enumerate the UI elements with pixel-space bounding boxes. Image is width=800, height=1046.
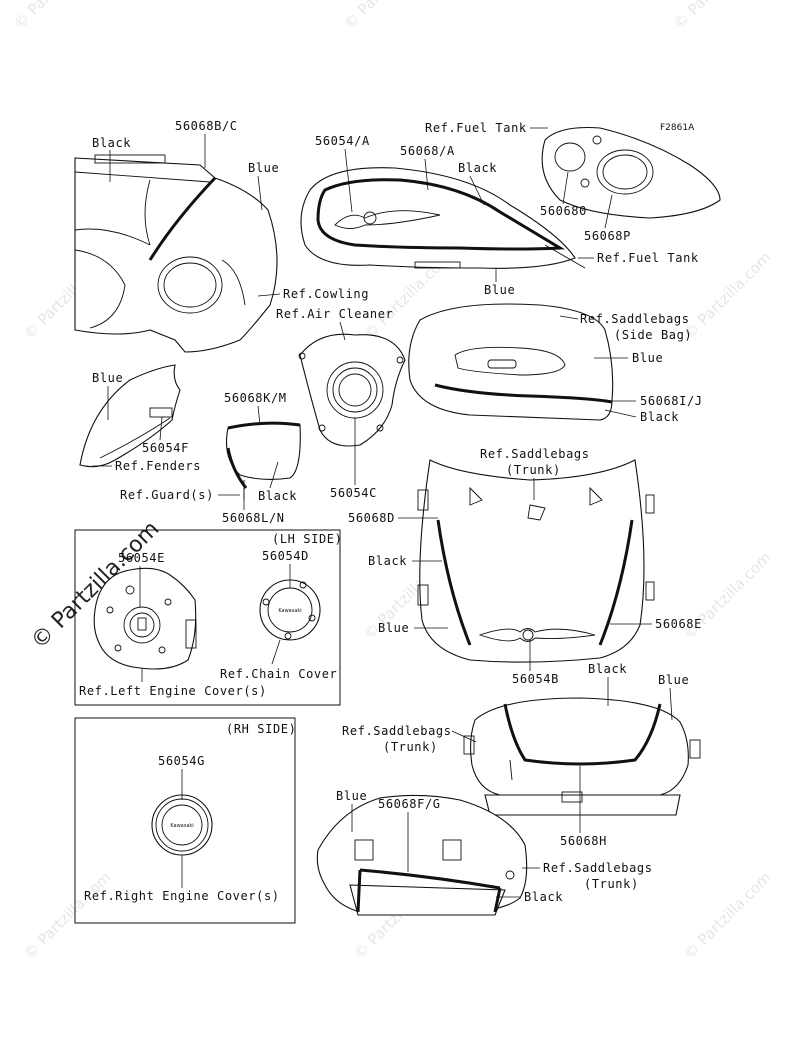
label-black-guard: Black [258, 489, 297, 503]
watermark: © Partzilla.com [680, 868, 775, 963]
label-black-trunk: Black [368, 554, 407, 568]
winged-emblem [478, 628, 596, 642]
label-black-cowling: Black [92, 136, 131, 150]
side-bag-decal-stripe [434, 383, 613, 404]
lh-side-box [74, 529, 341, 706]
fuel-tank-part [300, 167, 586, 269]
trunk-decal-left [436, 519, 472, 646]
label-black-trunk-side: Black [524, 890, 563, 904]
label-ref-saddlebags-trunk-mid-2: (Trunk) [383, 740, 438, 754]
part-number-56068p: 56068P [584, 229, 631, 243]
label-blue-tank: Blue [484, 283, 515, 297]
label-blue-trunk-rear: Blue [658, 673, 689, 687]
part-number-56068ij: 56068I/J [640, 394, 703, 408]
part-number-56068km: 56068K/M [224, 391, 287, 405]
label-ref-saddlebags-trunk-top-2: (Trunk) [506, 463, 561, 477]
side-bag-part [408, 303, 614, 421]
part-number-56054d: 56054D [262, 549, 309, 563]
label-ref-saddlebags-side-1: Ref.Saddlebags [580, 312, 690, 326]
label-blue-cowling: Blue [248, 161, 279, 175]
watermark: © Partzilla.com [340, 0, 435, 33]
part-number-56054a: 56054/A [315, 134, 370, 148]
label-blue-trunk: Blue [378, 621, 409, 635]
part-number-56068fg: 56068F/G [378, 797, 441, 811]
trunk-side-part [316, 794, 528, 916]
label-ref-air-cleaner: Ref.Air Cleaner [276, 307, 393, 321]
lh-side-caption: (LH SIDE) [272, 532, 342, 546]
fender-part [79, 364, 181, 468]
label-ref-saddlebags-trunk-low-1: Ref.Saddlebags [543, 861, 653, 875]
guard-part [225, 421, 301, 500]
part-number-560680: 560680 [540, 204, 587, 218]
cowling-decal-stripe [148, 176, 217, 261]
label-ref-chain-cover: Ref.Chain Cover [220, 667, 337, 681]
trunk-side-decal-sides [356, 869, 502, 913]
part-number-56068bc: 56068B/C [175, 119, 238, 133]
guard-decal-top [227, 421, 301, 430]
right-engine-cover-part: Kawasaki [151, 794, 213, 856]
chain-cover-part: Kawasaki [259, 579, 321, 641]
watermark: © Partzilla.com [10, 0, 105, 33]
part-number-56054c: 56054C [330, 486, 377, 500]
label-black-sidebag: Black [640, 410, 679, 424]
label-ref-saddlebags-trunk-top-1: Ref.Saddlebags [480, 447, 590, 461]
label-blue-sidebag: Blue [632, 351, 663, 365]
watermark: © Partzilla.com [20, 868, 115, 963]
label-ref-fuel-tank-right: Ref.Fuel Tank [597, 251, 699, 265]
trunk-decal-right [598, 519, 634, 646]
part-number-56068e: 56068E [655, 617, 702, 631]
part-number-56054g: 56054G [158, 754, 205, 768]
label-blue-trunk-side: Blue [336, 789, 367, 803]
part-number-56054b: 56054B [512, 672, 559, 686]
label-ref-saddlebags-side-2: (Side Bag) [614, 328, 692, 342]
kawasaki-logo-mark: Kawasaki [278, 608, 301, 614]
label-black-tank: Black [458, 161, 497, 175]
part-number-56054f: 56054F [142, 441, 189, 455]
trunk-front-part [417, 459, 655, 663]
trunk-rear-decal [503, 703, 662, 766]
rh-side-caption: (RH SIDE) [226, 722, 296, 736]
trunk-side-decal-top [359, 868, 501, 890]
part-number-56068ln: 56068L/N [222, 511, 285, 525]
fuel-tank-decal-stripe [316, 178, 566, 251]
air-cleaner-part [298, 333, 406, 447]
label-ref-left-engine-cover: Ref.Left Engine Cover(s) [79, 684, 267, 698]
label-ref-right-engine-cover: Ref.Right Engine Cover(s) [84, 889, 280, 903]
label-ref-saddlebags-trunk-low-2: (Trunk) [584, 877, 639, 891]
label-ref-cowling: Ref.Cowling [283, 287, 369, 301]
label-ref-guards: Ref.Guard(s) [120, 488, 214, 502]
figure-code: F2861A [660, 123, 695, 133]
trunk-rear-part [463, 697, 701, 816]
rh-side-box [74, 717, 296, 924]
label-black-trunk-rear: Black [588, 662, 627, 676]
kawasaki-logo-mark: Kawasaki [170, 823, 193, 829]
label-ref-fenders: Ref.Fenders [115, 459, 201, 473]
part-number-56068d: 56068D [348, 511, 395, 525]
part-number-56068h: 56068H [560, 834, 607, 848]
cowling-part [74, 154, 278, 353]
label-ref-saddlebags-trunk-mid-1: Ref.Saddlebags [342, 724, 452, 738]
watermark: © Partzilla.com [670, 0, 765, 33]
fuel-tank-top-part [541, 126, 721, 219]
label-blue-fender: Blue [92, 371, 123, 385]
part-number-56054e: 56054E [118, 551, 165, 565]
part-number-56068a: 56068/A [400, 144, 455, 158]
left-engine-cover-part [93, 567, 197, 670]
winged-emblem [334, 210, 441, 229]
label-ref-fuel-tank-top: Ref.Fuel Tank [425, 121, 527, 135]
